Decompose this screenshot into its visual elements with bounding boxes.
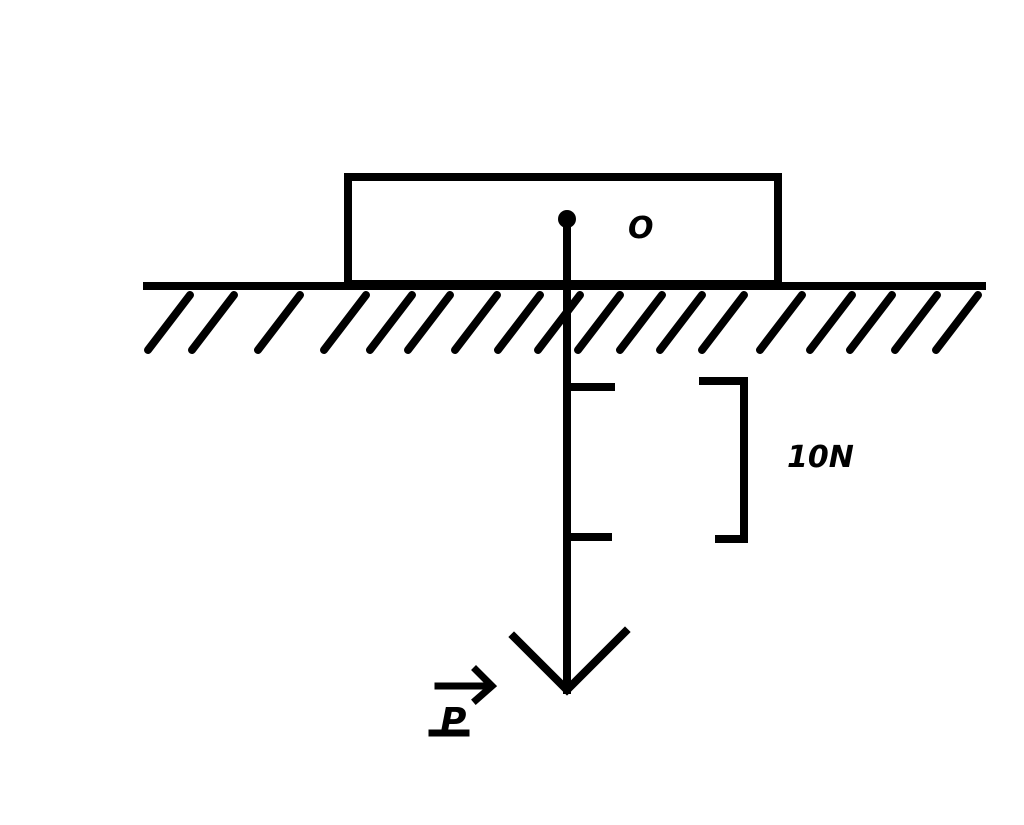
hatch-mark xyxy=(188,291,238,354)
hatch-mark xyxy=(574,291,624,354)
hatch-mark xyxy=(144,291,194,354)
hatch-mark xyxy=(756,291,806,354)
hatch-mark xyxy=(806,291,856,354)
hatch-mark xyxy=(656,291,706,354)
hatch-mark xyxy=(254,291,304,354)
point-label: O xyxy=(628,211,654,246)
hatch-mark xyxy=(366,291,416,354)
hatch-mark xyxy=(846,291,896,354)
hatch-mark xyxy=(320,291,370,354)
scale-bracket xyxy=(699,377,748,543)
hatch-mark xyxy=(616,291,666,354)
vector-label-arrow-head xyxy=(471,665,498,705)
hatch-mark xyxy=(451,291,501,354)
ground-hatching xyxy=(144,291,982,354)
hatch-mark xyxy=(698,291,748,354)
hatch-mark xyxy=(534,291,584,354)
scale-label: 10N xyxy=(787,440,854,475)
force-vector-arrowhead xyxy=(508,626,631,696)
hatch-mark xyxy=(932,291,982,354)
hatch-mark xyxy=(891,291,941,354)
hatch-mark xyxy=(404,291,454,354)
hatch-mark xyxy=(494,291,544,354)
